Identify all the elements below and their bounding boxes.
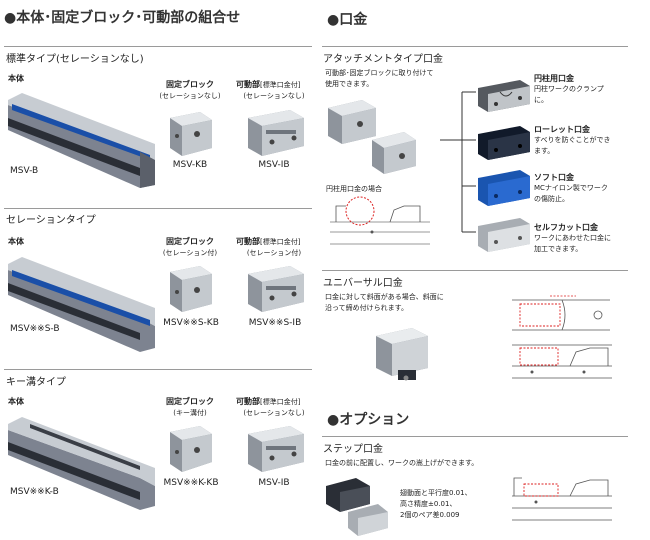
block-model: MSV-KB <box>172 160 208 170</box>
step-jaw-diagram <box>512 477 612 521</box>
divider <box>4 208 312 209</box>
vise-body-keyslot <box>8 417 155 510</box>
jaw-soft-desc: の傷防止。 <box>534 195 569 203</box>
jaw-cylinder-desc: 円柱ワークのクランプ <box>534 85 604 93</box>
body-model: MSV※※S-B <box>10 324 60 334</box>
universal-jaw-diagram <box>512 295 612 379</box>
divider <box>322 436 628 437</box>
movable-sub: (セレーション付) <box>246 249 302 257</box>
block-sub: (キー溝付) <box>173 409 207 417</box>
body-label: 本体 <box>8 74 24 83</box>
attachment-heading: アタッチメントタイプ口金 <box>323 54 443 65</box>
body-model: MSV※※K-B <box>10 487 59 497</box>
jaw-selfcut-image <box>478 218 530 252</box>
step-jaw-image <box>326 478 388 536</box>
movable-model: MSV-IB <box>258 478 290 488</box>
vise-body-standard <box>8 93 155 188</box>
block-label: 固定ブロック <box>166 80 214 89</box>
jaw-selfcut-desc: 加工できます。 <box>534 245 583 253</box>
jaw-soft-name: ソフト口金 <box>534 173 574 182</box>
section-heading-standard: 標準タイプ(セレーションなし) <box>6 54 144 65</box>
jaw-soft-desc: MCナイロン製でワーク <box>534 184 608 192</box>
divider <box>4 369 312 370</box>
attachment-desc-line: 使用できます。 <box>325 80 374 88</box>
attachment-blocks-image <box>328 100 416 174</box>
option-title: ●オプション <box>327 412 410 428</box>
movable-part-image <box>248 110 304 156</box>
movable-part-image <box>248 266 304 312</box>
cylinder-jaw-diagram <box>330 196 430 245</box>
right-title: ●口金 <box>327 12 368 28</box>
movable-sub: (セレーションなし) <box>243 92 305 100</box>
cylinder-caption: 円柱用口金の場合 <box>326 185 382 193</box>
movable-label: 可動部[標準口金付] <box>236 80 301 89</box>
block-sub: (セレーション付) <box>162 249 218 257</box>
fixed-block-image <box>170 112 212 156</box>
body-model: MSV-B <box>10 166 39 176</box>
jaw-cylinder-name: 円柱用口金 <box>534 74 574 83</box>
jaw-knurled-name: ローレット口金 <box>534 125 590 134</box>
block-sub: (セレーションなし) <box>159 92 221 100</box>
movable-model: MSV※※S-IB <box>248 318 302 328</box>
divider <box>322 270 628 271</box>
movable-part-image <box>248 426 304 472</box>
block-model: MSV※※K-KB <box>163 478 219 488</box>
divider <box>4 46 312 47</box>
block-label: 固定ブロック <box>166 237 214 246</box>
step-desc: 口金の前に配置し、ワークの嵩上げができます。 <box>325 459 479 467</box>
jaw-connector-lines <box>440 91 476 233</box>
block-label: 固定ブロック <box>166 397 214 406</box>
universal-jaw-image <box>376 328 428 381</box>
divider <box>322 46 628 47</box>
jaw-selfcut-name: セルフカット口金 <box>534 223 598 232</box>
step-spec-line: 2個のペア差0.009 <box>400 511 460 519</box>
body-label: 本体 <box>8 397 24 406</box>
jaw-knurled-desc: すべりを防ぐことができ <box>534 136 611 144</box>
step-spec-line: 高さ精度±0.01、 <box>400 500 457 508</box>
movable-sub: (セレーションなし) <box>243 409 305 417</box>
step-spec-line: 翅動面と平行度0.01、 <box>400 489 472 497</box>
fixed-block-image <box>170 426 212 472</box>
vise-body-serration <box>8 257 155 352</box>
universal-desc-line: 沿って締め付けられます。 <box>325 304 408 312</box>
jaw-knurled-image <box>478 126 530 160</box>
step-heading: ステップ口金 <box>323 444 383 455</box>
movable-label: 可動部[標準口金付] <box>236 397 301 406</box>
movable-model: MSV-IB <box>258 160 290 170</box>
left-title: ●本体･固定ブロック･可動部の組合せ <box>4 10 241 26</box>
movable-label: 可動部[標準口金付] <box>236 237 301 246</box>
attachment-desc-line: 可動部･固定ブロックに取り付けて <box>325 69 434 77</box>
jaw-soft-image <box>478 170 530 206</box>
universal-desc-line: 口金に対して斜面がある場合、斜面に <box>325 293 444 301</box>
section-heading-keyslot: キー溝タイプ <box>6 377 66 388</box>
jaw-selfcut-desc: ワークにあわせた口金に <box>534 234 611 242</box>
jaw-knurled-desc: ます。 <box>534 147 555 155</box>
jaw-cylinder-desc: に。 <box>534 96 548 104</box>
body-label: 本体 <box>8 237 24 246</box>
fixed-block-image <box>170 266 212 312</box>
block-model: MSV※※S-KB <box>163 318 219 328</box>
section-heading-serration: セレーションタイプ <box>6 215 96 226</box>
universal-heading: ユニバーサル口金 <box>323 278 403 289</box>
jaw-cylinder-image <box>478 80 530 112</box>
